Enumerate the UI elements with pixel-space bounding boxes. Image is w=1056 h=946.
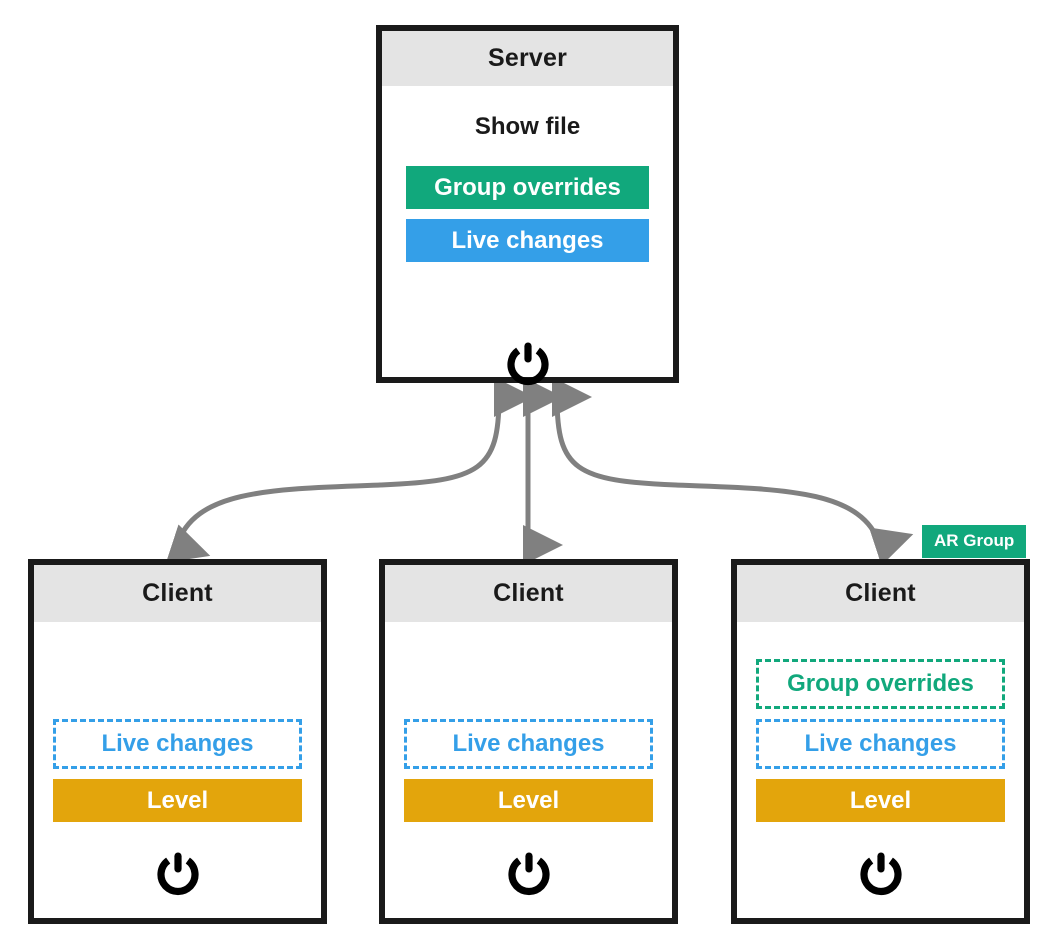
connector-server-client-1: [166, 376, 534, 563]
client-2-header: Client: [385, 565, 672, 622]
client-2-power-icon[interactable]: [385, 850, 672, 896]
client-3-slots: Group overrides Live changes Level: [756, 659, 1005, 822]
client-3-power-icon[interactable]: [737, 850, 1024, 896]
server-header: Server: [382, 31, 673, 86]
ar-group-badge: AR Group: [922, 525, 1027, 558]
client-2-level-chip[interactable]: Level: [404, 779, 653, 822]
server-node: Server Show file Group overrides Live ch…: [376, 25, 679, 386]
client-1-live-changes-chip[interactable]: Live changes: [53, 719, 302, 769]
server-body: Show file Group overrides Live changes: [382, 113, 673, 404]
server-power-icon[interactable]: [382, 340, 673, 386]
client-3-group-overrides-chip[interactable]: Group overrides: [756, 659, 1005, 709]
client-3-level-chip[interactable]: Level: [756, 779, 1005, 822]
client-1-power-icon[interactable]: [34, 850, 321, 896]
client-node-1: Client Live changes Level: [28, 559, 327, 924]
client-3-live-changes-chip[interactable]: Live changes: [756, 719, 1005, 769]
client-3-header: Client: [737, 565, 1024, 622]
client-3-body: Group overrides Live changes Level: [737, 622, 1024, 918]
server-group-overrides-chip[interactable]: Group overrides: [406, 166, 649, 209]
client-node-3: Client Group overrides Live changes Leve…: [731, 559, 1030, 924]
client-node-2: Client Live changes Level: [379, 559, 678, 924]
client-1-header: Client: [34, 565, 321, 622]
server-show-file-label: Show file: [474, 113, 581, 140]
client-2-slots: Live changes Level: [404, 719, 653, 822]
client-1-slots: Live changes Level: [53, 719, 302, 822]
connector-server-client-3: [551, 377, 914, 566]
client-1-body: Live changes Level: [34, 622, 321, 918]
client-1-level-chip[interactable]: Level: [53, 779, 302, 822]
client-2-body: Live changes Level: [385, 622, 672, 918]
server-live-changes-chip[interactable]: Live changes: [406, 219, 649, 262]
client-2-live-changes-chip[interactable]: Live changes: [404, 719, 653, 769]
